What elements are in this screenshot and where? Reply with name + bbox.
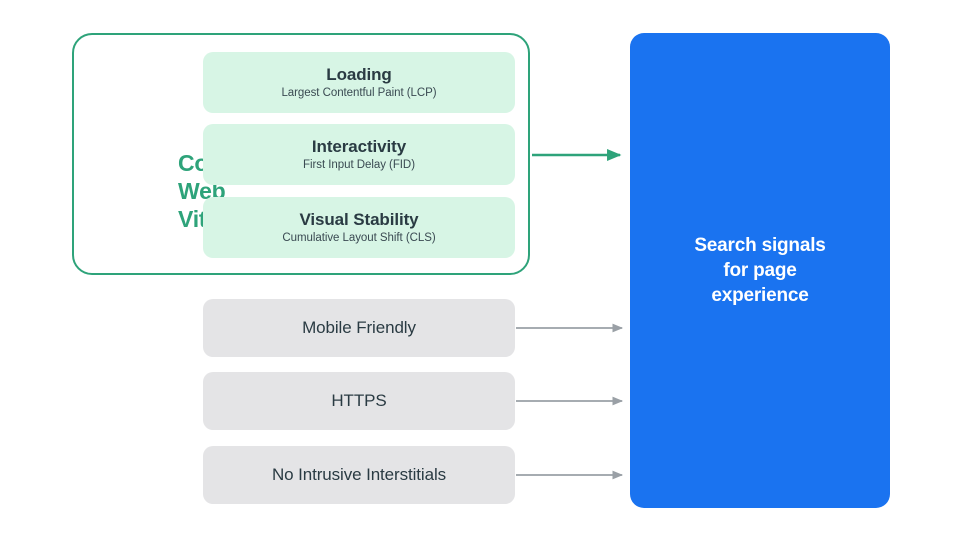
search-signals-box[interactable]: Search signals for page experience [630, 33, 890, 508]
metric-title-interactivity: Interactivity [311, 137, 407, 156]
metric-subtitle-loading: Largest Contentful Paint (LCP) [281, 87, 437, 99]
search-signals-label: Search signals for page experience [676, 233, 843, 308]
metric-subtitle-interactivity: First Input Delay (FID) [303, 159, 415, 171]
signal-card-https[interactable]: HTTPS [203, 372, 515, 430]
metric-title-visual-stability: Visual Stability [299, 210, 419, 229]
signal-card-no-intrusive-interstitials[interactable]: No Intrusive Interstitials [203, 446, 515, 504]
metric-title-loading: Loading [326, 65, 392, 84]
search-signals-line-3: experience [711, 285, 809, 306]
metric-card-visual-stability[interactable]: Visual Stability Cumulative Layout Shift… [203, 197, 515, 258]
search-signals-line-2: for page [723, 260, 797, 281]
metric-subtitle-visual-stability: Cumulative Layout Shift (CLS) [282, 232, 436, 244]
metric-card-interactivity[interactable]: Interactivity First Input Delay (FID) [203, 124, 515, 185]
metric-card-loading[interactable]: Loading Largest Contentful Paint (LCP) [203, 52, 515, 113]
signal-card-mobile-friendly[interactable]: Mobile Friendly [203, 299, 515, 357]
search-signals-line-1: Search signals [694, 235, 826, 256]
